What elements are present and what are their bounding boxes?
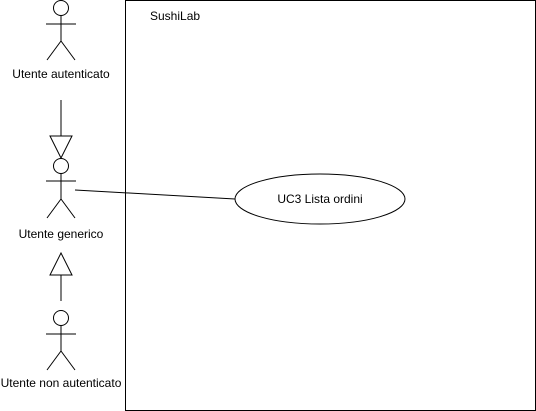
actor-label-utente-autenticato: Utente autenticato — [12, 67, 110, 81]
actor-left-leg — [46, 40, 62, 61]
actor-right-leg — [60, 40, 76, 61]
actor-head — [53, 0, 69, 16]
generalization-autenticato-to-generico — [49, 100, 73, 160]
actor-utente-non-autenticato[interactable] — [46, 310, 76, 371]
actor-right-leg — [60, 198, 76, 219]
actor-head — [53, 158, 69, 174]
actor-head — [53, 310, 69, 326]
generalization-non-autenticato-to-generico — [49, 251, 73, 301]
use-case-uc3[interactable]: UC3 Lista ordini — [234, 173, 406, 225]
actor-right-leg — [60, 350, 76, 371]
actor-utente-autenticato[interactable] — [46, 0, 76, 61]
association-generico-uc3 — [74, 189, 236, 200]
use-case-label: UC3 Lista ordini — [277, 192, 362, 206]
actor-label-utente-generico: Utente generico — [19, 227, 104, 241]
actor-left-leg — [46, 350, 62, 371]
actor-label-utente-non-autenticato: Utente non autenticato — [1, 376, 122, 390]
actor-left-leg — [46, 198, 62, 219]
system-name: SushiLab — [150, 9, 200, 23]
use-case-ellipse — [234, 173, 406, 225]
generalization-arrowhead — [49, 135, 73, 160]
generalization-arrowhead — [49, 251, 73, 276]
actor-utente-generico[interactable] — [46, 158, 76, 219]
